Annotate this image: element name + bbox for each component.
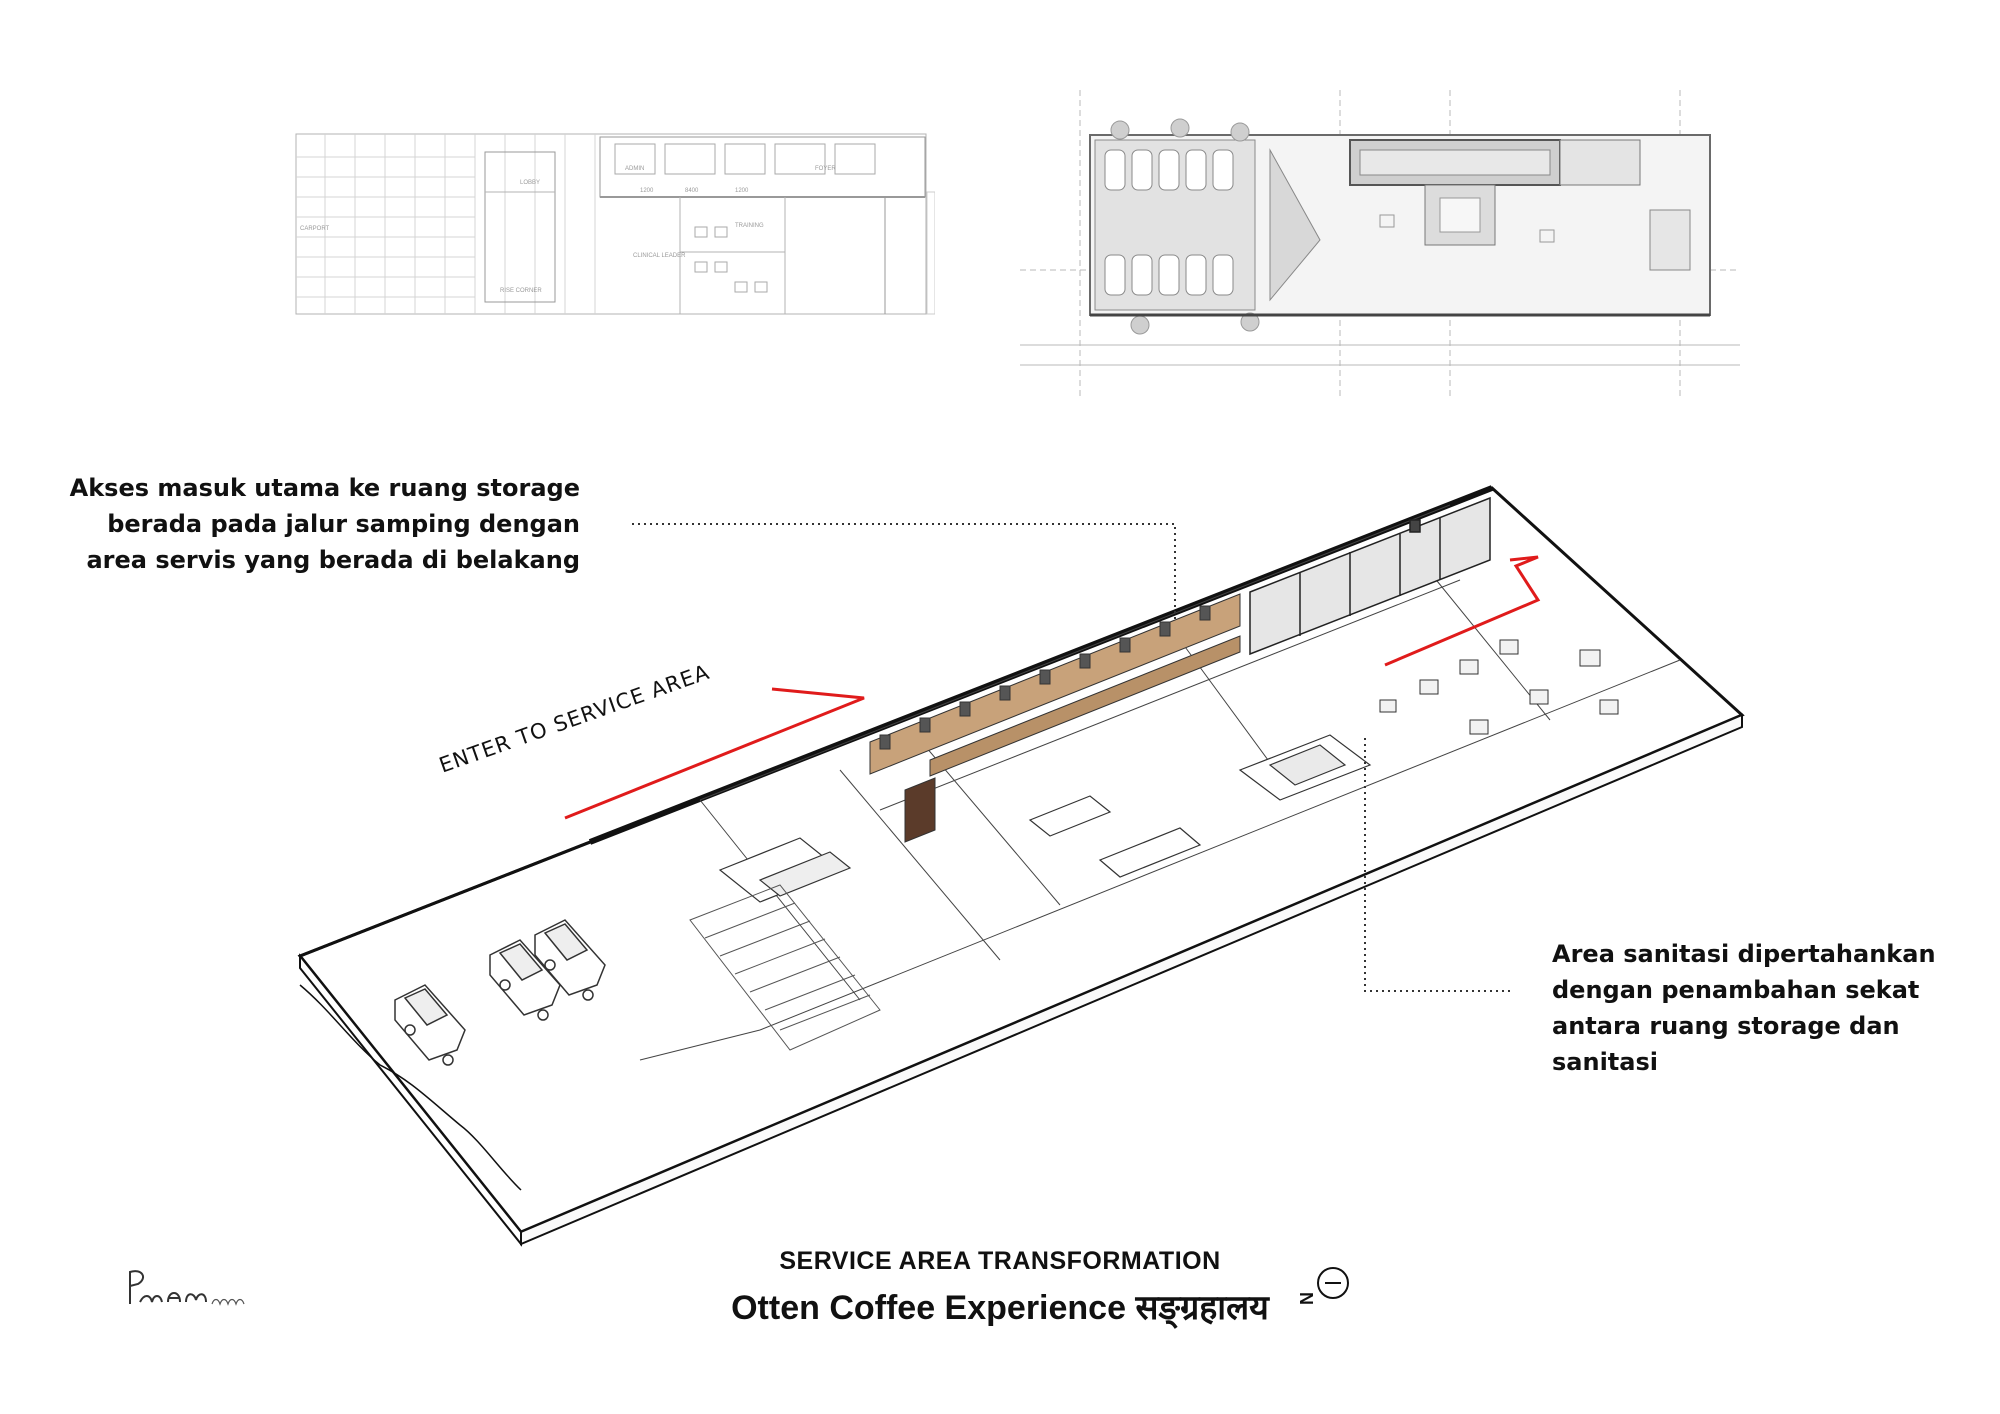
note-line: antara ruang storage dan: [1552, 1012, 1900, 1040]
svg-text:8400: 8400: [685, 188, 699, 194]
entry-route-arrow: [564, 555, 1541, 820]
proposed-floor-plan: [1020, 90, 1740, 400]
storage-workstations: [869, 593, 1241, 843]
storage-access-note: Akses masuk utama ke ruang storage berad…: [60, 470, 580, 578]
sanitation-block: [1249, 496, 1491, 656]
drawing-subtitle: SERVICE AREA TRANSFORMATION: [779, 1247, 1221, 1275]
note-line: berada pada jalur samping dengan: [107, 510, 580, 538]
drawing-title: Otten Coffee Experience सङ्ग्रहालय: [731, 1289, 1269, 1327]
note-line: sanitasi: [1552, 1048, 1658, 1076]
note-line: area servis yang berada di belakang: [86, 546, 580, 574]
note-line: dengan penambahan sekat: [1552, 976, 1920, 1004]
parked-cars: [394, 919, 606, 1066]
svg-text:LOBBY: LOBBY: [520, 180, 540, 186]
note-line: Area sanitasi dipertahankan: [1552, 940, 1936, 968]
service-equipment: [1379, 639, 1619, 735]
center-counter: [718, 734, 1372, 903]
note-line: Akses masuk utama ke ruang storage: [69, 474, 580, 502]
designer-logo-icon: [129, 1270, 245, 1306]
svg-text:RISE CORNER: RISE CORNER: [500, 288, 542, 294]
stairs: [689, 884, 881, 1051]
svg-text:TRAINING: TRAINING: [735, 223, 764, 229]
svg-text:1200: 1200: [735, 188, 749, 194]
svg-text:N: N: [1297, 1292, 1317, 1305]
interior-walls: [639, 504, 1681, 1061]
leader-lines: [632, 523, 1510, 992]
svg-text:FOYER: FOYER: [815, 166, 836, 172]
svg-text:1200: 1200: [640, 188, 654, 194]
svg-text:CARPORT: CARPORT: [300, 226, 330, 232]
sanitation-note: Area sanitasi dipertahankan dengan penam…: [1552, 936, 1982, 1080]
existing-floor-plan: LOBBY FOYER ADMIN CARPORT CLINICAL LEADE…: [295, 133, 935, 315]
north-arrow-icon: N: [1297, 1267, 1349, 1305]
building-slab: [297, 485, 1745, 1247]
svg-text:CLINICAL LEADER: CLINICAL LEADER: [633, 253, 686, 259]
svg-text:ADMIN: ADMIN: [625, 166, 644, 172]
